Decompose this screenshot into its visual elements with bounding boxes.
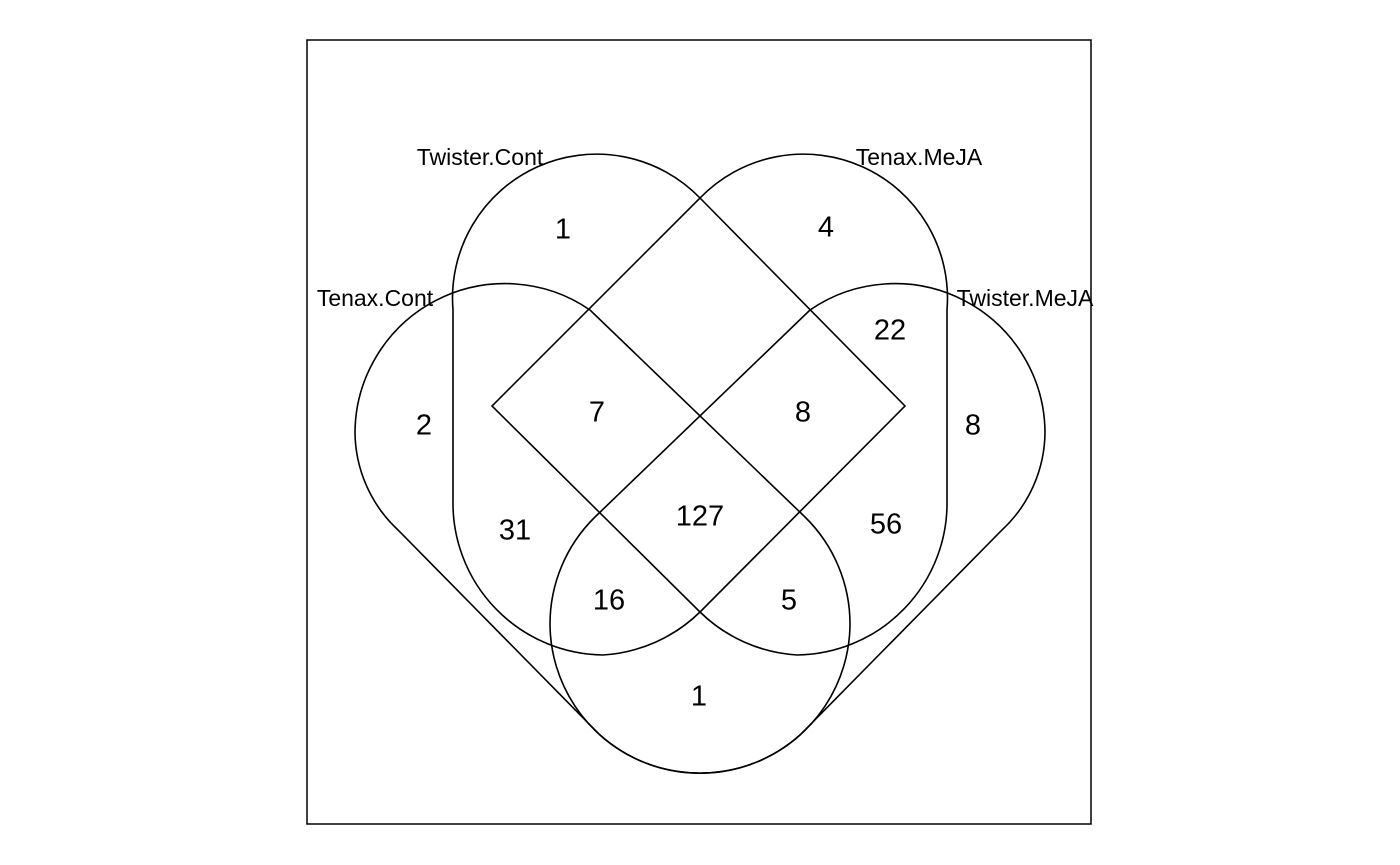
count-all-four: 127 (676, 501, 724, 533)
set-outline-twister-meja (549, 282, 1046, 774)
count-tenax-cont-tenax-meja-twister-meja: 56 (870, 509, 902, 541)
set-outline-twister-cont (451, 153, 907, 656)
count-twister-cont-tenax-cont: 31 (499, 515, 531, 547)
count-tenax-cont-only: 2 (416, 410, 432, 442)
set-outline-tenax-meja (490, 153, 949, 656)
count-twister-cont-tenax-meja-twister-meja: 8 (795, 397, 811, 429)
count-twister-cont-only: 1 (555, 214, 571, 246)
count-tenax-meja-twister-meja: 22 (874, 315, 906, 347)
label-twister-meja: Twister.MeJA (957, 285, 1094, 311)
count-tenax-cont-twister-meja: 1 (691, 681, 707, 713)
count-twister-cont-tenax-cont-tenax-meja: 7 (589, 397, 605, 429)
plot-frame (306, 39, 1092, 825)
set-outline-tenax-cont (354, 282, 851, 774)
count-twister-cont-tenax-cont-twister-meja: 16 (593, 585, 625, 617)
label-twister-cont: Twister.Cont (417, 144, 544, 170)
label-tenax-cont: Tenax.Cont (317, 285, 434, 311)
label-tenax-meja: Tenax.MeJA (856, 144, 983, 170)
count-twister-meja-only: 8 (965, 410, 981, 442)
count-tenax-meja-only: 4 (818, 212, 834, 244)
count-twister-cont-twister-meja: 5 (781, 585, 797, 617)
